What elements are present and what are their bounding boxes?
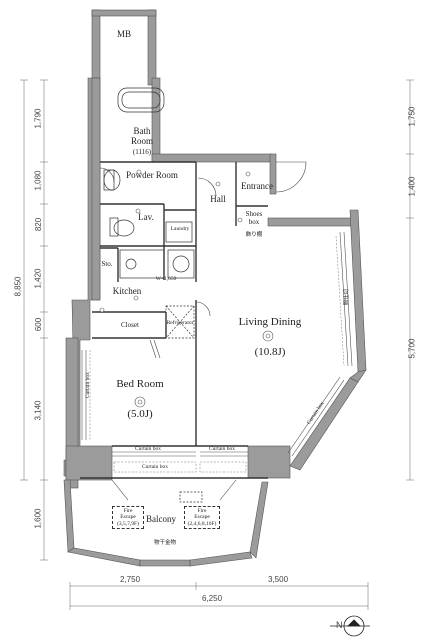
compass-icon (330, 615, 370, 637)
dim-left-2: 1,080 (33, 170, 43, 191)
refrigerator-label: Refrigerator (166, 320, 194, 326)
curtain-box-bottom-2: Curtain box (208, 446, 236, 452)
shoes-note-label: 飾り棚 (245, 232, 263, 238)
hall-label: Hall (210, 194, 226, 204)
dim-right-3: 5,700 (407, 338, 417, 359)
dim-left-5: 600 (34, 317, 44, 332)
dim-right-1: 1,750 (407, 106, 417, 127)
laundry-label: Laundry (170, 226, 190, 232)
partitions (80, 161, 268, 479)
doors (99, 161, 307, 501)
curtain-box-bottom-3: Curtain box (141, 464, 169, 470)
fire-escape-1: Fire Escape (3,5,7,9F) (112, 506, 144, 529)
dim-left-7: 1,600 (33, 508, 43, 529)
dimension-lines (20, 79, 414, 610)
compass-label: N (336, 620, 343, 630)
balcony-note-label: 物干金物 (153, 540, 176, 546)
dim-left-total: 8,850 (13, 276, 23, 297)
fixtures (103, 87, 203, 503)
living-dining-label: Living Dining (238, 316, 302, 328)
storage-label: Sto. (101, 260, 113, 268)
walls (63, 9, 367, 567)
wall-note-label: 間仕切 (343, 288, 350, 306)
dim-left-3: 820 (34, 217, 44, 232)
bedroom-label: Bed Room (116, 378, 164, 390)
fire-escape-2: Fire Escape (2,4,6,8,10F) (184, 506, 220, 529)
powder-room-label: Powder Room (126, 170, 178, 180)
dim-bottom-1: 2,750 (120, 575, 141, 584)
bedroom-size-label: (5.0J) (127, 408, 153, 420)
mb-label: MB (116, 29, 131, 39)
dim-left-4: 1,420 (33, 268, 43, 289)
lav-label: Lav. (138, 212, 154, 222)
dim-left-6: 3,140 (33, 400, 43, 421)
bath-label: Bath Room (130, 126, 153, 147)
entrance-label: Entrance (241, 181, 273, 191)
dim-left-1: 1,790 (33, 108, 43, 129)
dim-right-2: 1,400 (407, 176, 417, 197)
closet-label: Closet (121, 321, 139, 329)
shoes-box-label: Shoes box (245, 210, 263, 227)
curtain-box-left: Curtain box (84, 372, 91, 399)
light-fixtures (99, 169, 274, 408)
living-size-label: (10.8J) (254, 346, 286, 358)
dim-bottom-2: 3,500 (268, 575, 289, 584)
windows (81, 231, 353, 457)
curtain-box-bottom-1: Curtain box (134, 446, 162, 452)
kitchen-width-label: W=1,650 (155, 276, 177, 282)
bath-size-label: (1116) (132, 148, 152, 156)
balcony-label: Balcony (146, 514, 176, 524)
kitchen-label: Kitchen (112, 286, 142, 296)
curtain-lines (89, 235, 345, 473)
dim-bottom-total: 6,250 (202, 594, 223, 603)
